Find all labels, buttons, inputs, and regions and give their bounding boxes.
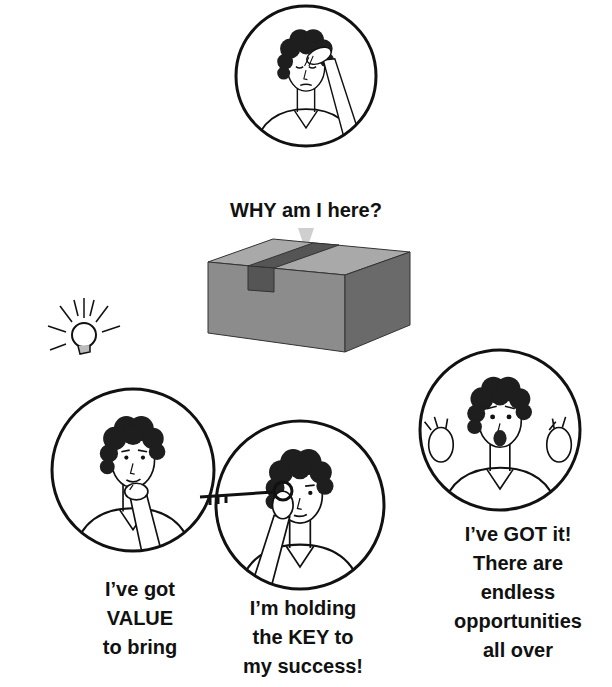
lightbulb-icon bbox=[48, 298, 120, 354]
circle-border bbox=[52, 389, 214, 551]
circle-outline bbox=[214, 419, 386, 591]
figure-circle: I’ve GOT it! There are endless opportuni… bbox=[418, 348, 582, 512]
caption-text: WHY am I here? bbox=[206, 196, 406, 225]
thinking-figure bbox=[52, 389, 215, 557]
circle-outline bbox=[418, 348, 582, 512]
figure-circle: WHY am I here? bbox=[234, 4, 378, 148]
circle-border bbox=[420, 350, 580, 510]
figure-circle: I’ve got VALUE to bring bbox=[50, 387, 216, 553]
figure-circle: I’m holding the KEY to my success! bbox=[214, 419, 386, 591]
circle-outline bbox=[234, 4, 378, 148]
worried-figure bbox=[235, 5, 376, 151]
caption-text: I’ve got VALUE to bring bbox=[98, 575, 182, 662]
circle-border bbox=[216, 421, 384, 589]
caption-text: I’ve GOT it! There are endless opportuni… bbox=[448, 520, 588, 665]
circle-border bbox=[236, 6, 376, 146]
excited-figure bbox=[420, 350, 581, 516]
cardboard-box bbox=[208, 239, 410, 352]
circle-outline bbox=[50, 387, 216, 553]
caption-text: I’m holding the KEY to my success! bbox=[239, 594, 367, 681]
key-figure bbox=[216, 421, 385, 596]
